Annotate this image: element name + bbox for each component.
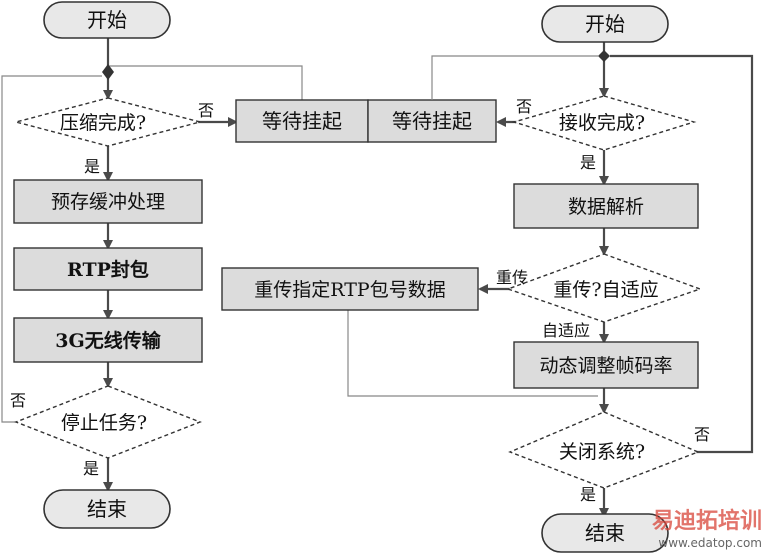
left-end-terminal (43, 489, 171, 529)
retrans-adapt-label: 重传?自适应 (553, 279, 658, 301)
right-merge-node (598, 50, 610, 62)
rtp-pack-process (13, 247, 203, 291)
merge-node (102, 64, 114, 80)
left-yes-label-2: 是 (83, 459, 99, 478)
stop-task-label: 停止任务? (61, 412, 147, 434)
data-parse-label: 数据解析 (568, 196, 644, 218)
left-yes-label-1: 是 (84, 157, 100, 176)
wireless-3g-process (13, 317, 203, 363)
right-wait-suspend-box (367, 99, 497, 143)
left-start-terminal (43, 1, 171, 39)
receive-done-decision (511, 95, 697, 151)
adapt-branch-label: 自适应 (542, 321, 590, 340)
right-start-label: 开始 (585, 12, 625, 36)
compress-done-decision (13, 97, 203, 147)
left-wait-suspend-box (235, 99, 369, 143)
left-no-label-2: 否 (10, 391, 26, 410)
compress-done-label: 压缩完成? (60, 112, 146, 134)
retrans-rtp-label: 重传指定RTP包号数据 (254, 279, 445, 301)
rtp-pack-label: RTP封包 (67, 258, 149, 281)
left-connectors (1, 36, 303, 492)
right-end-label: 结束 (585, 521, 625, 545)
right-yes-label-1: 是 (580, 153, 596, 172)
left-start-label: 开始 (87, 8, 127, 32)
right-no-label-1: 否 (516, 97, 532, 116)
wireless-3g-label: 3G无线传输 (55, 329, 161, 352)
prebuffer-process (13, 179, 203, 224)
left-wait-suspend-label: 等待挂起 (262, 109, 342, 133)
receive-done-label: 接收完成? (559, 112, 645, 134)
watermark: 易迪拓培训 www.edatop.com (652, 508, 762, 550)
adjust-rate-process (513, 341, 699, 389)
watermark-brand: 易迪拓培训 (652, 508, 762, 534)
close-system-decision (508, 411, 700, 489)
left-end-label: 结束 (87, 497, 127, 521)
left-no-label-1: 否 (198, 101, 214, 120)
data-parse-process (513, 183, 699, 229)
adjust-rate-label: 动态调整帧码率 (539, 355, 672, 377)
stop-task-decision (14, 385, 202, 459)
retrans-branch-label: 重传 (496, 268, 528, 287)
watermark-url: www.edatop.com (658, 536, 762, 550)
right-no-label-2: 否 (694, 425, 710, 444)
close-system-label: 关闭系统? (559, 441, 645, 463)
right-wait-suspend-label: 等待挂起 (392, 109, 472, 133)
prebuffer-label: 预存缓冲处理 (51, 191, 165, 213)
retrans-rtp-process (221, 267, 479, 311)
right-end-terminal (541, 513, 669, 553)
right-start-terminal (541, 5, 669, 43)
right-yes-label-2: 是 (580, 485, 596, 504)
retrans-adapt-decision (505, 253, 703, 323)
